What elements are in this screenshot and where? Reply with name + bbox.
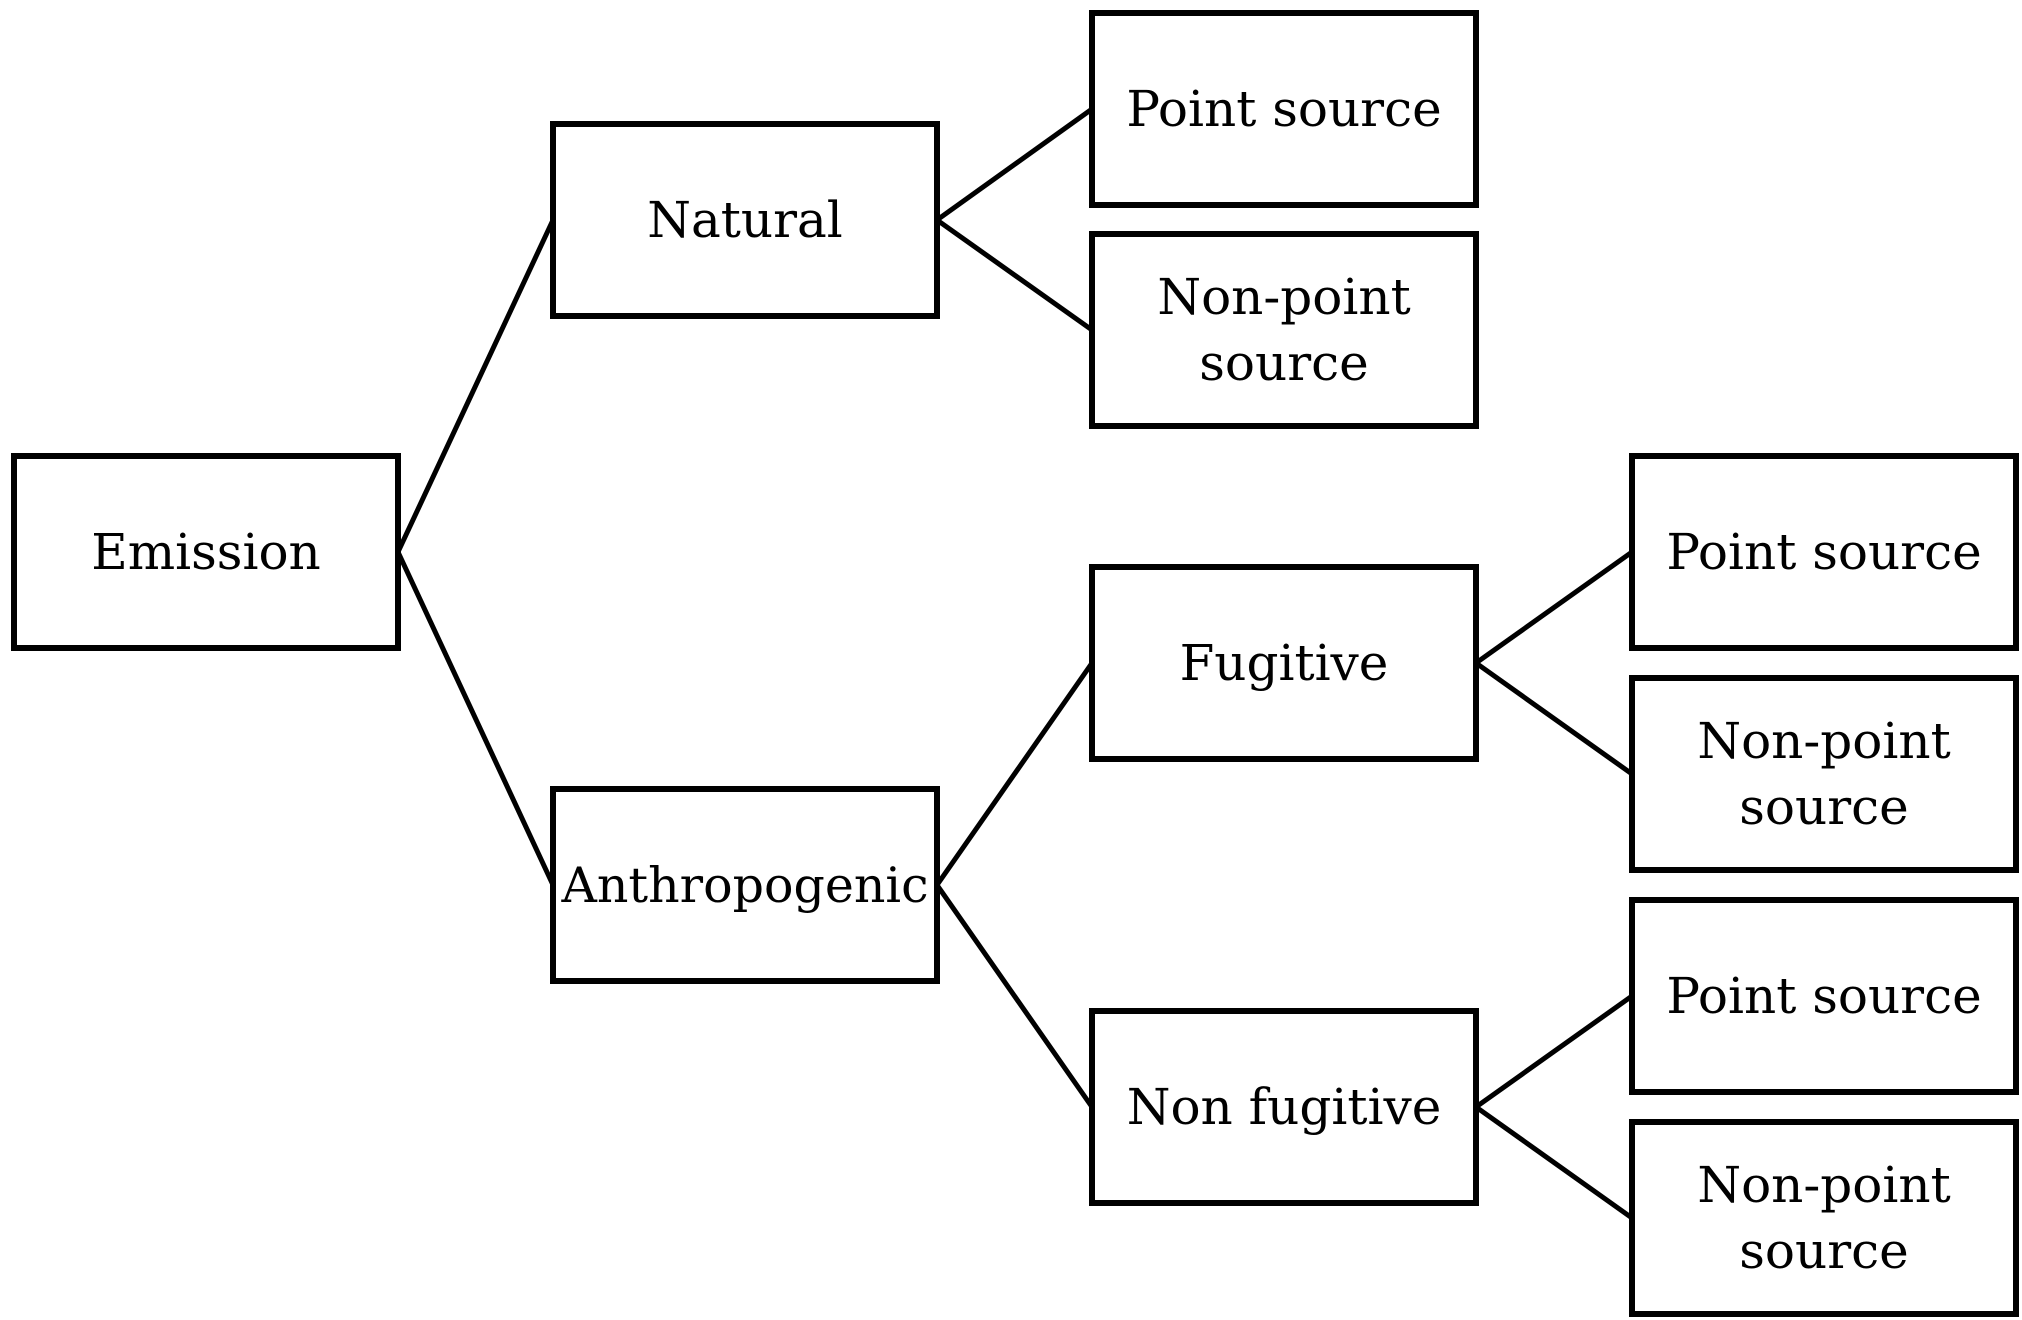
node-non-fugitive-point: Point source — [1629, 897, 2019, 1095]
node-label-fugitive-point: Point source — [1666, 523, 1981, 581]
node-box-natural — [550, 121, 940, 319]
node-label-fugitive: Fugitive — [1180, 634, 1389, 692]
edge-natural-to-natural-nonpoint — [934, 217, 1095, 333]
edge-natural-to-natural-point — [934, 106, 1095, 223]
node-label-non-fugitive-point: Point source — [1666, 967, 1981, 1025]
node-box-emission — [11, 453, 401, 651]
node-box-anthropogenic — [550, 786, 940, 984]
node-box-fugitive — [1089, 564, 1479, 762]
node-non-fugitive: Non fugitive — [1089, 1008, 1479, 1206]
node-label-fugitive-nonpoint-line-2: source — [1739, 778, 1908, 836]
node-label-anthropogenic: Anthropogenic — [560, 857, 928, 914]
node-box-non-fugitive-point — [1629, 897, 2019, 1095]
edge-fugitive-to-fugitive-nonpoint — [1473, 660, 1635, 777]
node-label-natural: Natural — [647, 191, 843, 249]
node-box-non-fugitive — [1089, 1008, 1479, 1206]
node-fugitive-point: Point source — [1629, 453, 2019, 651]
node-box-non-fugitive-nonpoint — [1629, 1119, 2019, 1317]
node-label-fugitive-nonpoint-line-1: Non-point — [1697, 712, 1950, 770]
node-natural-point: Point source — [1089, 10, 1479, 208]
node-box-natural-nonpoint — [1089, 231, 1479, 429]
node-box-natural-point — [1089, 10, 1479, 208]
node-non-fugitive-nonpoint: Non-point source — [1629, 1119, 2019, 1317]
edge-non-fugitive-to-non-fugitive-point — [1473, 993, 1635, 1110]
node-label-natural-nonpoint-line-2: source — [1199, 334, 1368, 392]
node-box-fugitive-nonpoint — [1629, 675, 2019, 873]
node-label-non-fugitive-nonpoint-line-1: Non-point — [1697, 1156, 1950, 1214]
edge-emission-to-anthropogenic — [395, 549, 556, 888]
node-natural: Natural — [550, 121, 940, 319]
node-label-non-fugitive-nonpoint-line-2: source — [1739, 1222, 1908, 1280]
edge-emission-to-natural — [395, 217, 556, 555]
node-fugitive-nonpoint: Non-point source — [1629, 675, 2019, 873]
node-label-natural-point: Point source — [1126, 80, 1441, 138]
edge-anthropogenic-to-non-fugitive — [934, 882, 1095, 1110]
edge-anthropogenic-to-fugitive — [934, 660, 1095, 888]
node-emission: Emission — [11, 453, 401, 651]
node-label-non-fugitive: Non fugitive — [1127, 1078, 1442, 1136]
edge-non-fugitive-to-non-fugitive-nonpoint — [1473, 1104, 1635, 1221]
node-anthropogenic: Anthropogenic — [550, 786, 940, 984]
node-fugitive: Fugitive — [1089, 564, 1479, 762]
edge-fugitive-to-fugitive-point — [1473, 549, 1635, 666]
node-box-fugitive-point — [1629, 453, 2019, 651]
connector-lines — [395, 106, 1635, 1221]
node-natural-nonpoint: Non-point source — [1089, 231, 1479, 429]
node-label-natural-nonpoint-line-1: Non-point — [1157, 268, 1410, 326]
node-label-emission: Emission — [91, 523, 321, 581]
